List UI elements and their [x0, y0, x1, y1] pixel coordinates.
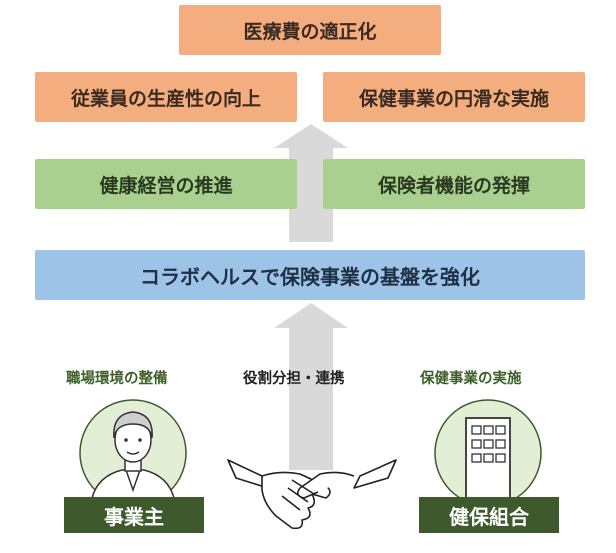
measure-box-health-management: 健康経営の推進	[35, 159, 297, 209]
measure-label-health-management: 健康経営の推進	[99, 174, 233, 197]
employer-label: 事業主	[104, 504, 164, 529]
health-insurance-society-label: 健保組合	[449, 504, 529, 529]
businessman-icon	[79, 399, 187, 507]
goal-box-health-program: 保健事業の円滑な実施	[323, 72, 585, 122]
left-role-caption: 職場環境の整備	[66, 371, 168, 387]
goal-label-health-program: 保健事業の円滑な実施	[358, 87, 549, 110]
health-insurance-society-badge: 健保組合	[419, 497, 559, 533]
top-goal-box: 医療費の適正化	[179, 5, 441, 55]
center-caption: 役割分担・連携	[243, 371, 345, 387]
upper-arrow	[274, 124, 348, 242]
goal-box-productivity: 従業員の生産性の向上	[35, 72, 297, 122]
top-goal-label: 医療費の適正化	[243, 20, 377, 43]
goal-label-productivity: 従業員の生産性の向上	[70, 87, 261, 110]
measure-label-insurer-function: 保険者機能の発揮	[377, 174, 530, 197]
lower-arrow	[274, 303, 348, 470]
foundation-box: コラボヘルスで保険事業の基盤を強化	[35, 250, 585, 300]
foundation-label: コラボヘルスで保険事業の基盤を強化	[140, 264, 480, 289]
handshake-icon	[227, 459, 397, 530]
measure-box-insurer-function: 保険者機能の発揮	[323, 159, 585, 209]
building-icon	[434, 399, 542, 507]
right-role-caption: 保健事業の実施	[420, 371, 522, 387]
employer-badge: 事業主	[64, 497, 204, 533]
